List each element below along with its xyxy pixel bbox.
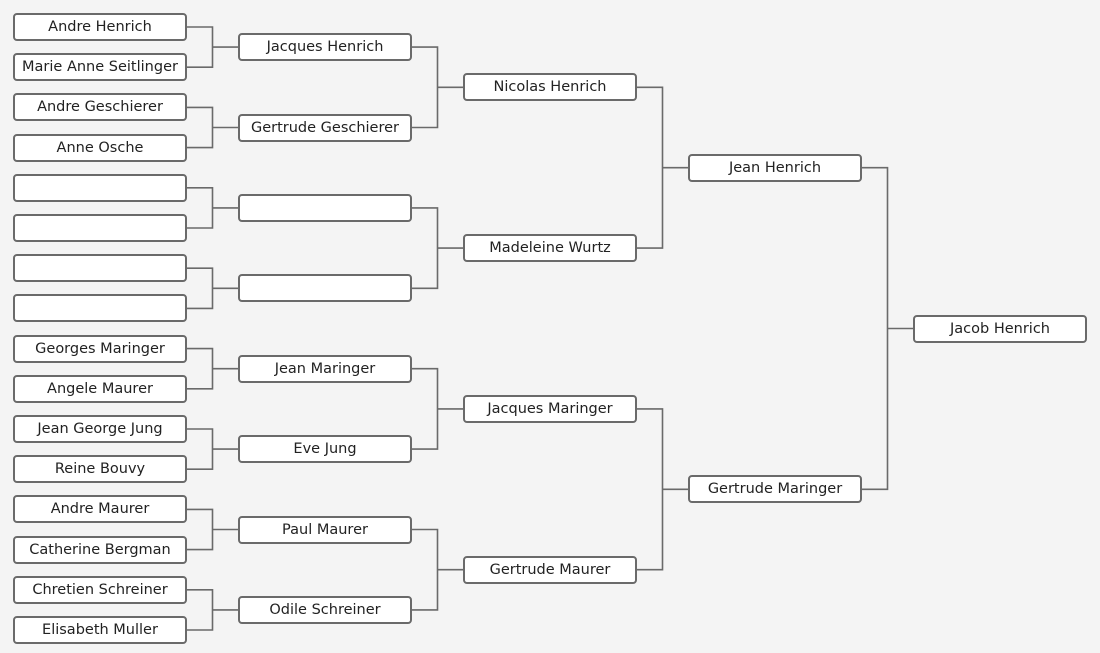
connector-3 (187, 187, 238, 229)
connector-13 (637, 86, 688, 249)
person-box-gen5-7[interactable] (13, 254, 187, 283)
person-box-gen4-5[interactable]: Jean Maringer (238, 354, 412, 383)
connector-5 (187, 347, 238, 390)
connector-4 (187, 267, 238, 310)
person-box-gen4-4[interactable] (238, 274, 412, 303)
person-box-gen5-16[interactable]: Elisabeth Muller (13, 616, 187, 644)
person-box-gen4-8[interactable]: Odile Schreiner (238, 595, 412, 624)
person-box-root[interactable]: Jacob Henrich (913, 314, 1087, 343)
person-box-gen2-1[interactable]: Jean Henrich (688, 153, 862, 182)
person-box-gen4-3[interactable] (238, 193, 412, 222)
person-box-gen3-1[interactable]: Nicolas Henrich (463, 73, 637, 102)
person-box-gen5-1[interactable]: Andre Henrich (13, 13, 187, 41)
connector-10 (412, 207, 463, 290)
person-box-gen5-5[interactable] (13, 173, 187, 202)
connector-1 (187, 26, 238, 68)
person-box-gen5-2[interactable]: Marie Anne Seitlinger (13, 53, 187, 82)
connector-15 (862, 166, 913, 491)
connector-7 (187, 508, 238, 551)
person-box-gen5-6[interactable] (13, 214, 187, 242)
connector-11 (412, 367, 463, 450)
person-box-gen5-4[interactable]: Anne Osche (13, 133, 187, 162)
person-box-gen5-14[interactable]: Catherine Bergman (13, 535, 187, 564)
person-box-gen5-10[interactable]: Angele Maurer (13, 374, 187, 403)
connector-6 (187, 428, 238, 470)
connector-9 (412, 46, 463, 129)
person-box-gen4-7[interactable]: Paul Maurer (238, 515, 412, 544)
person-box-gen5-12[interactable]: Reine Bouvy (13, 455, 187, 484)
connector-12 (412, 528, 463, 611)
person-box-gen2-2[interactable]: Gertrude Maringer (688, 475, 862, 504)
connector-2 (187, 106, 238, 149)
person-box-gen3-2[interactable]: Madeleine Wurtz (463, 234, 637, 263)
connector-8 (187, 589, 238, 631)
person-box-gen5-13[interactable]: Andre Maurer (13, 495, 187, 524)
person-box-gen4-6[interactable]: Eve Jung (238, 435, 412, 464)
person-box-gen4-2[interactable]: Gertrude Geschierer (238, 113, 412, 142)
person-box-gen5-3[interactable]: Andre Geschierer (13, 93, 187, 122)
person-box-gen4-1[interactable]: Jacques Henrich (238, 33, 412, 62)
person-box-gen5-11[interactable]: Jean George Jung (13, 415, 187, 443)
person-box-gen5-9[interactable]: Georges Maringer (13, 334, 187, 363)
person-box-gen3-3[interactable]: Jacques Maringer (463, 394, 637, 423)
connector-14 (637, 408, 688, 571)
person-box-gen3-4[interactable]: Gertrude Maurer (463, 555, 637, 584)
person-box-gen5-8[interactable] (13, 294, 187, 323)
person-box-gen5-15[interactable]: Chretien Schreiner (13, 575, 187, 604)
